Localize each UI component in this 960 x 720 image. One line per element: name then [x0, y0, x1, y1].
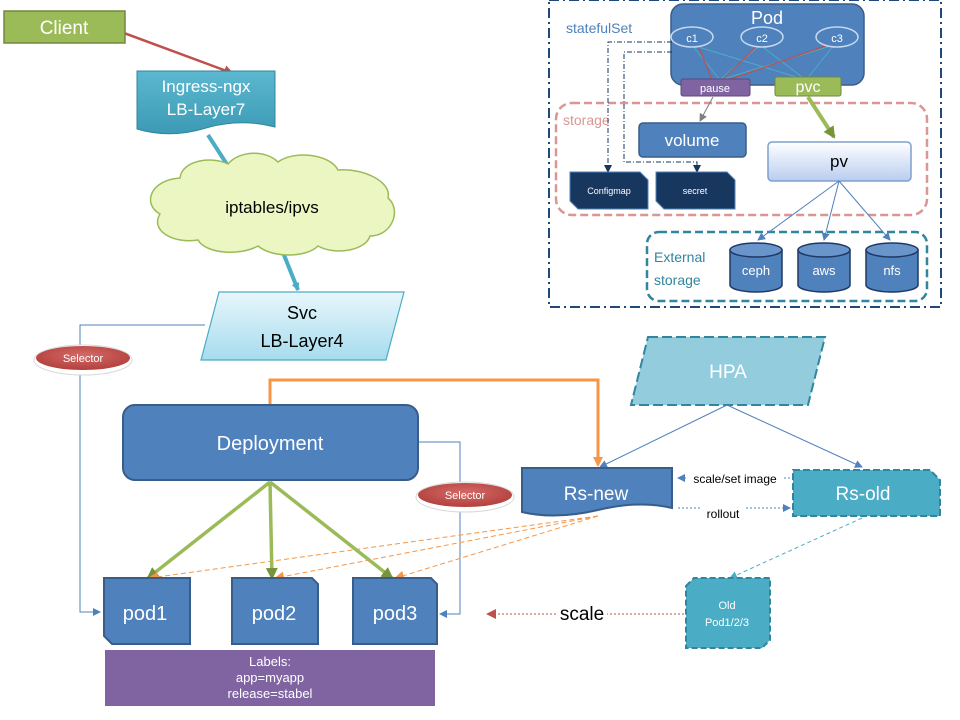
selector-1-label: Selector	[63, 353, 104, 365]
external-storage-label-2: storage	[654, 272, 701, 288]
secret-label: secret	[683, 186, 708, 196]
container-c3-label: c3	[831, 33, 843, 45]
pv-label: pv	[830, 152, 848, 171]
configmap-label: Configmap	[587, 186, 631, 196]
statefulset-panel: statefulSet storage External storage Pod…	[548, 0, 942, 308]
pod1-label: pod1	[123, 603, 168, 625]
old-pods-label-2: Pod1/2/3	[705, 617, 749, 629]
svc-node	[200, 291, 405, 361]
svc-label-1: Svc	[287, 303, 317, 323]
pvc-pv-arrow	[806, 95, 836, 139]
nfs-cylinder: nfs	[865, 242, 919, 293]
volume-box	[638, 122, 747, 158]
old-pods-node	[685, 577, 771, 649]
pause-box	[680, 78, 751, 97]
config-secret-lines	[604, 41, 701, 173]
selector-2-label: Selector	[445, 490, 486, 502]
container-c2-label: c2	[756, 33, 768, 45]
nfs-label: nfs	[883, 263, 901, 278]
rs-old-label: Rs-old	[836, 484, 891, 505]
container-c2	[740, 26, 784, 48]
container-c3	[815, 26, 859, 48]
deployment-label: Deployment	[217, 433, 324, 455]
iptables-label: iptables/ipvs	[225, 198, 319, 217]
old-pods-label-1: Old	[718, 600, 735, 612]
pvc-label: pvc	[796, 79, 821, 96]
deployment-pod-arrows	[146, 480, 394, 580]
hpa-rsold-line	[726, 404, 863, 468]
rs-new-node	[521, 467, 673, 517]
selector-2	[418, 483, 512, 507]
configmap-box	[569, 171, 649, 210]
ingress-label-1: Ingress-ngx	[162, 77, 251, 96]
deployment-selector-line	[418, 441, 461, 618]
volume-label: volume	[665, 131, 720, 150]
deployment-rsnew-arrow	[268, 378, 603, 467]
hpa-rsnew-line	[599, 404, 728, 468]
scale-set-image-label: scale/set image	[693, 472, 777, 486]
selector-1	[36, 346, 130, 370]
external-storage-label-1: External	[654, 249, 705, 265]
client-ingress-arrow	[123, 31, 234, 75]
pod-title: Pod	[751, 8, 783, 28]
statefulset-border	[548, 0, 942, 308]
storage-label: storage	[563, 112, 610, 128]
storage-region	[554, 101, 929, 217]
rs-old-node	[792, 469, 941, 517]
ingress-cloud-link	[206, 133, 230, 168]
labels-title: Labels:	[249, 654, 291, 669]
hpa-label: HPA	[709, 362, 747, 383]
iptables-cloud	[149, 152, 396, 256]
labels-box	[103, 648, 437, 708]
container-c1-label: c1	[686, 33, 698, 45]
pvc-box	[774, 76, 842, 97]
pod1-node	[103, 577, 191, 645]
svc-label-2: LB-Layer4	[260, 331, 343, 351]
rsold-oldpods-line	[729, 517, 863, 579]
pod3-label: pod3	[373, 603, 418, 625]
labels-release: release=stabel	[228, 686, 313, 701]
deployment-node	[122, 404, 419, 481]
pod2-label: pod2	[252, 603, 297, 625]
aws-label: aws	[812, 263, 836, 278]
rollout-label: rollout	[707, 507, 740, 521]
svc-selector-line	[79, 324, 205, 616]
labels-app: app=myapp	[236, 670, 304, 685]
aws-cylinder: aws	[797, 242, 851, 293]
pv-backend-lines	[757, 180, 891, 241]
hpa-node	[629, 336, 827, 406]
rsnew-pod-dashed	[148, 515, 599, 582]
rollout-bg	[700, 507, 746, 521]
pause-volume-arrow	[699, 96, 714, 122]
external-storage-region	[645, 230, 929, 303]
scale-bg	[557, 601, 607, 625]
container-c1	[670, 26, 714, 48]
ingress-label-2: LB-Layer7	[167, 100, 245, 119]
pause-label: pause	[700, 83, 730, 95]
pod3-node	[352, 577, 438, 645]
statefulset-title: statefulSet	[566, 20, 632, 36]
pod2-node	[231, 577, 319, 645]
secret-box	[655, 171, 736, 210]
ingress-node	[136, 70, 276, 135]
client-node	[3, 10, 126, 44]
ceph-label: ceph	[742, 263, 770, 278]
scale-label: scale	[560, 604, 604, 625]
container-pause-lines	[697, 44, 829, 81]
rs-new-label: Rs-new	[564, 484, 629, 505]
ceph-cylinder: ceph	[729, 242, 783, 293]
client-label: Client	[40, 18, 89, 39]
scale-set-image-bg	[688, 472, 782, 486]
